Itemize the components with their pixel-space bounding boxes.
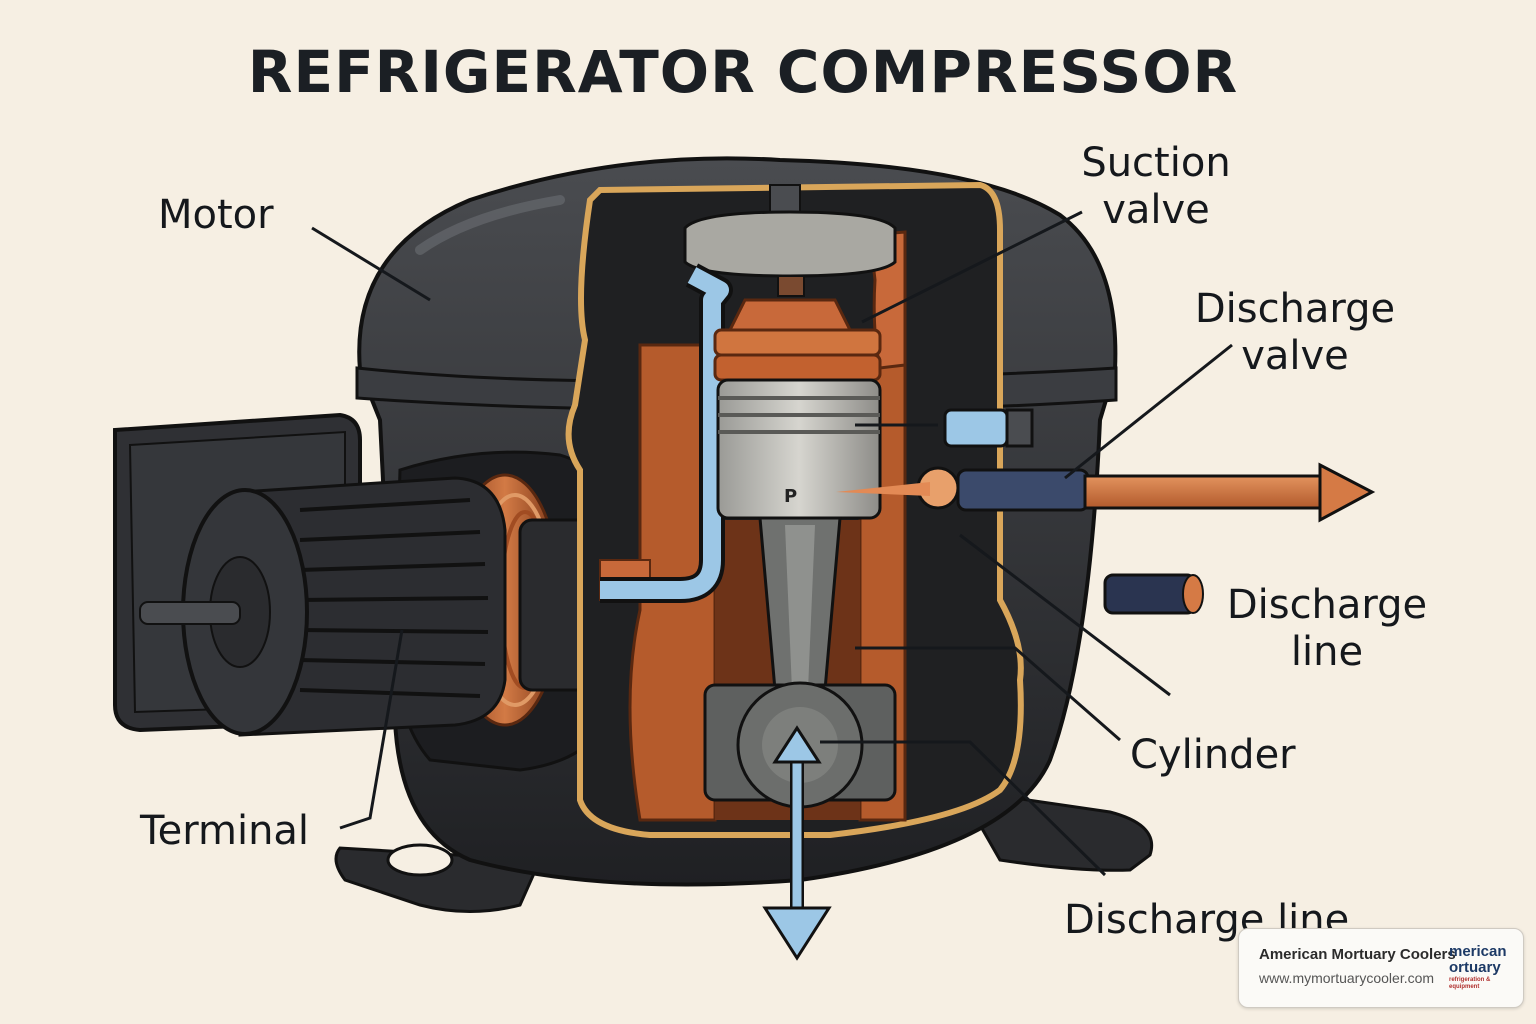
badge-name: American Mortuary Coolers bbox=[1259, 946, 1456, 963]
piston-mark: P bbox=[784, 486, 797, 507]
valve-plate bbox=[683, 184, 897, 297]
label-suction-valve-line2: valve bbox=[1102, 187, 1210, 233]
label-cylinder: Cylinder bbox=[1130, 732, 1296, 778]
label-discharge-valve-line2: valve bbox=[1241, 333, 1349, 379]
discharge-valve-plug bbox=[943, 408, 1034, 448]
page-title: REFRIGERATOR COMPRESSOR bbox=[247, 38, 1239, 106]
label-terminal: Terminal bbox=[140, 808, 310, 854]
label-suction-valve-line1: Suction bbox=[1081, 140, 1231, 186]
brand-badge[interactable]: American Mortuary Coolers www.mymortuary… bbox=[1238, 928, 1524, 1008]
leader-lines bbox=[311, 210, 1233, 877]
suction-tube bbox=[600, 263, 733, 603]
badge-url[interactable]: www.mymortuarycooler.com bbox=[1259, 970, 1435, 986]
label-discharge-line-line1: Discharge bbox=[1226, 582, 1428, 628]
label-discharge-valve: Discharge valve bbox=[1190, 286, 1400, 380]
logo-line1: merican bbox=[1449, 943, 1507, 960]
label-discharge-valve-line1: Discharge bbox=[1194, 286, 1396, 332]
discharge-pipe bbox=[836, 462, 1376, 615]
label-suction-valve: Suction valve bbox=[1066, 140, 1246, 234]
brand-logo: merican ortuary refrigeration & equipmen… bbox=[1449, 939, 1511, 997]
logo-line2: ortuary bbox=[1449, 959, 1501, 976]
label-motor: Motor bbox=[158, 192, 274, 238]
label-discharge-line: Discharge line bbox=[1212, 582, 1442, 676]
label-discharge-line-line2: line bbox=[1290, 629, 1364, 675]
logo-tagline: refrigeration & equipment bbox=[1449, 977, 1491, 990]
flow-arrow bbox=[762, 725, 832, 961]
